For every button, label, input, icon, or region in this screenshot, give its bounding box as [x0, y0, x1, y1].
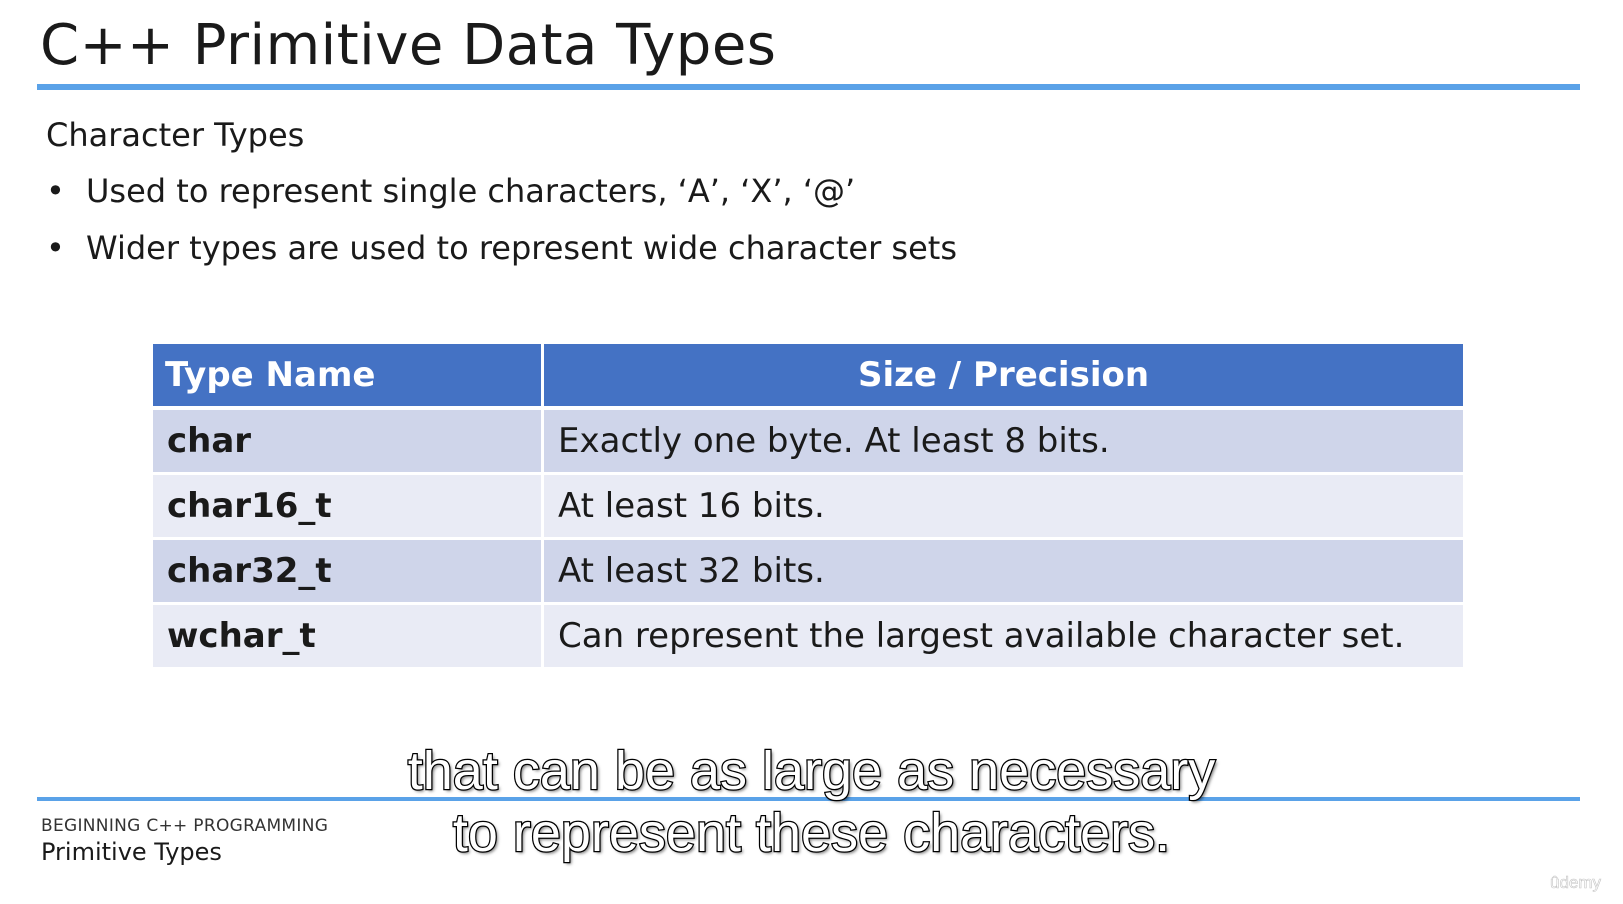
bullet-icon: • — [46, 229, 65, 267]
table-row: char32_t At least 32 bits. — [153, 540, 1463, 605]
section-heading: Character Types — [46, 116, 305, 154]
table-header-row: Type Name Size / Precision — [153, 344, 1463, 410]
bullet-item: • Wider types are used to represent wide… — [46, 228, 957, 268]
size-precision-cell: Can represent the largest available char… — [544, 605, 1463, 670]
slide-title: C++ Primitive Data Types — [40, 13, 777, 78]
table-row: char16_t At least 16 bits. — [153, 475, 1463, 540]
type-name-cell: char — [153, 410, 544, 475]
table-row: wchar_t Can represent the largest availa… — [153, 605, 1463, 670]
video-caption: that can be as large as necessary to rep… — [0, 740, 1623, 865]
type-name-cell: char32_t — [153, 540, 544, 605]
size-precision-cell: At least 32 bits. — [544, 540, 1463, 605]
types-table: Type Name Size / Precision char Exactly … — [153, 344, 1463, 670]
header-type-name: Type Name — [153, 344, 544, 410]
footer-course-name: BEGINNING C++ PROGRAMMING — [41, 816, 329, 836]
footer-divider — [37, 797, 1580, 801]
table-row: char Exactly one byte. At least 8 bits. — [153, 410, 1463, 475]
bullet-text: Used to represent single characters, ‘A’… — [86, 172, 856, 210]
footer-topic: Primitive Types — [41, 838, 222, 866]
type-name-cell: wchar_t — [153, 605, 544, 670]
caption-line: to represent these characters. — [452, 802, 1172, 865]
size-precision-cell: Exactly one byte. At least 8 bits. — [544, 410, 1463, 475]
caption-line: that can be as large as necessary — [407, 740, 1217, 803]
type-name-cell: char16_t — [153, 475, 544, 540]
bullet-list: • Used to represent single characters, ‘… — [46, 171, 957, 285]
bullet-text: Wider types are used to represent wide c… — [86, 229, 957, 267]
bullet-icon: • — [46, 172, 65, 210]
size-precision-cell: At least 16 bits. — [544, 475, 1463, 540]
title-divider — [37, 84, 1580, 90]
bullet-item: • Used to represent single characters, ‘… — [46, 171, 957, 211]
udemy-watermark: ûdemy — [1550, 873, 1602, 893]
header-size-precision: Size / Precision — [544, 344, 1463, 410]
